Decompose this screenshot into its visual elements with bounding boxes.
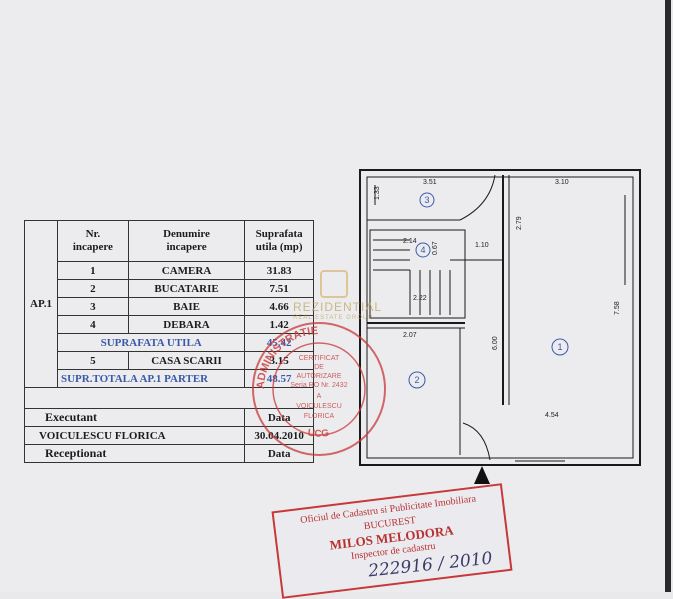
room-label-1: 1 [557, 342, 562, 352]
total-label: SUPR.TOTALA AP.1 PARTER [56, 369, 246, 388]
cell-nr: 1 [57, 261, 129, 280]
table-row: 3 BAIE 4.66 [25, 297, 314, 316]
document-page: AP.1 Nr. incapere Denumire incapere Supr… [23, 0, 671, 599]
cell-area: 31.83 [244, 261, 314, 280]
stamp-line-6: VOICULESCU [296, 403, 342, 410]
executant-name: VOICULESCU FLORICA [23, 426, 246, 445]
executant-label: Executant [23, 408, 246, 427]
outer-wall [359, 169, 641, 466]
cell-name: CASA SCARII [127, 351, 246, 370]
dim-right-v: 2.79 [516, 216, 523, 230]
stamp-line-7: FLORICA [304, 413, 335, 420]
north-arrow-icon [474, 466, 490, 484]
table-row: 4 DEBARA 1.42 [25, 315, 314, 334]
stamp-line-4: Seria RO Nr. 2432 [290, 382, 347, 389]
receptionat-row: Receptionat Data [23, 444, 314, 463]
rectangular-stamp: Oficiul de Cadastru si Publicitate Imobi… [271, 483, 513, 599]
dim-bottom: 4.54 [545, 412, 559, 419]
stamp-line-3: AUTORIZARE [297, 373, 342, 380]
dim-left-mid: 2.07 [403, 332, 417, 339]
dim-mid-c: 1.10 [475, 242, 489, 249]
room-label-2: 2 [414, 375, 419, 385]
stamp-bottom-text: UCG [307, 428, 330, 440]
subtotal-row: SUPRAFATA UTILA 45.42 [25, 333, 314, 352]
dim-top-right: 3.10 [555, 179, 569, 186]
executant-name-row: VOICULESCU FLORICA 30.04.2010 [23, 426, 314, 445]
table-row: 1 CAMERA 31.83 [25, 261, 314, 280]
dim-left-small: 1.33 [374, 186, 381, 200]
header-name: Denumire incapere [127, 220, 246, 262]
table-row: 2 BUCATARIE 7.51 [25, 279, 314, 298]
cell-nr: 3 [57, 297, 129, 316]
door-arc [462, 422, 491, 461]
cell-area: 7.51 [244, 279, 314, 298]
watermark-logo-icon [320, 270, 348, 298]
apartment-label: AP.1 [24, 220, 58, 388]
header-area: Suprafata utila (mp) [244, 220, 314, 262]
cell-name: CAMERA [127, 261, 246, 280]
round-stamp: ADMINISTRATIE UCG CERTIFICAT DE AUTORIZA… [252, 322, 386, 456]
stamp-line-1: CERTIFICAT [299, 355, 340, 362]
dim-stair: 2.22 [413, 295, 427, 302]
receptionat-label: Receptionat [23, 444, 246, 463]
dim-center-v: 6.00 [492, 336, 499, 350]
stamp-line-2: DE [314, 364, 324, 371]
svg-text:UCG: UCG [307, 428, 330, 440]
inner-wall-line [366, 176, 634, 459]
executant-date: 30.04.2010 [244, 426, 314, 445]
dim-mid-b: 0.67 [432, 241, 439, 255]
dim-mid-a: 2.14 [403, 238, 417, 245]
receptionat-data-label: Data [244, 444, 314, 463]
room-label-4: 4 [420, 245, 425, 255]
executant-row: Executant Data [23, 408, 314, 427]
stamp-line-5: A [317, 393, 322, 400]
cell-nr: 4 [57, 315, 129, 334]
cell-name: BUCATARIE [127, 279, 246, 298]
floor-plan: 3.51 3.10 1.33 2.79 2.14 0.67 1.10 2.22 … [355, 165, 645, 470]
cell-nr: 5 [57, 351, 129, 370]
cell-nr: 2 [57, 279, 129, 298]
cell-area: 1.42 [244, 315, 314, 334]
floor-plan-drawing: 3.51 3.10 1.33 2.79 2.14 0.67 1.10 2.22 … [359, 169, 641, 466]
watermark-text: REZIDENTIAL [293, 300, 383, 314]
subtotal-label: SUPRAFATA UTILA [56, 333, 246, 352]
room-area-table: AP.1 Nr. incapere Denumire incapere Supr… [23, 220, 314, 468]
staircase [369, 229, 466, 319]
watermark-subtext: REAL ESTATE GROUP [293, 315, 374, 321]
dim-top-left: 3.51 [423, 179, 437, 186]
cell-name: BAIE [127, 297, 246, 316]
header-nr: Nr. incapere [57, 220, 129, 262]
room-label-3: 3 [424, 195, 429, 205]
cell-name: DEBARA [127, 315, 246, 334]
dim-far-right-v: 7.58 [614, 301, 621, 315]
